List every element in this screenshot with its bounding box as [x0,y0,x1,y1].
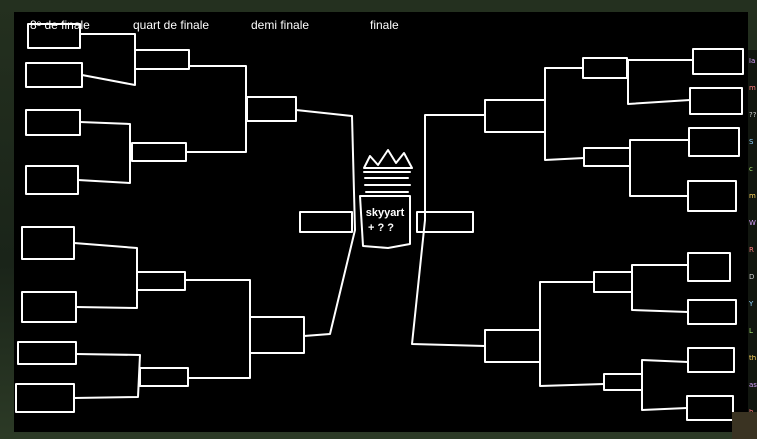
left-r16-slot-5 [21,226,75,260]
right-final-slot [416,211,474,233]
chat-fragment: m [749,193,756,200]
round-label-semi: demi finale [251,18,310,32]
right-qf-slot-4 [603,373,643,391]
right-r16-slot-7 [687,347,735,373]
left-r16-slot-2 [25,62,83,88]
right-r16-slot-8 [686,395,734,421]
bracket-board [14,12,748,432]
right-r16-slot-6 [687,299,737,325]
left-r16-slot-4 [25,165,79,195]
chat-fragment: c [749,166,753,173]
chat-fragment: m [749,85,756,92]
left-sf-slot-1 [246,96,297,122]
right-r16-slot-1 [692,48,744,75]
chat-fragment: th [749,355,757,362]
champion-score: + ? ? [368,222,394,234]
right-r16-slot-3 [688,127,740,157]
left-r16-slot-6 [21,291,77,323]
right-r16-slot-4 [687,180,737,212]
round-label-quarter: quart de finale [133,18,210,32]
right-qf-slot-3 [593,271,633,293]
left-qf-slot-1 [134,49,190,70]
left-qf-slot-3 [136,271,186,291]
left-sf-slot-2 [249,316,305,354]
left-r16-slot-3 [25,109,81,136]
right-qf-slot-1 [582,57,628,79]
left-final-slot [299,211,353,233]
chat-fragment: Y [749,301,754,308]
left-r16-slot-8 [15,383,75,413]
right-r16-slot-2 [689,87,743,115]
chat-fragment: W [749,220,756,227]
chat-fragment: S [749,139,754,146]
chat-fragment: ?? [749,112,757,119]
webcam-corner [732,412,757,439]
left-qf-slot-2 [131,142,187,162]
left-qf-slot-4 [139,367,189,387]
right-sf-slot-2 [484,329,541,363]
chat-fragment: L [749,328,753,335]
chat-fragment: R [749,247,754,254]
champion-name: skyyart [365,207,405,219]
champion-plate [359,195,411,249]
left-r16-slot-1 [27,23,81,49]
chat-fragment: D [749,274,755,281]
round-label-final: finale [370,18,399,32]
crown-icon [363,149,413,193]
chat-fragment: la [749,58,756,65]
chat-fragment: as [749,382,757,389]
left-r16-slot-7 [17,341,77,365]
right-r16-slot-5 [687,252,731,282]
chat-sidebar[interactable]: lam??ScmWRDYLthash [748,50,757,439]
right-qf-slot-2 [583,147,631,167]
right-sf-slot-1 [484,99,546,133]
